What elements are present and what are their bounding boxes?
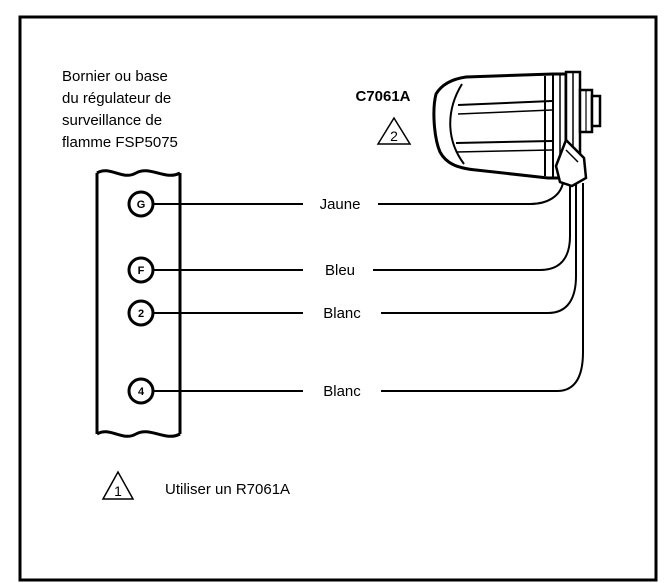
wire-bleu: Bleu (153, 183, 571, 279)
wire-blanc-2: Blanc (153, 183, 577, 322)
svg-text:Blanc: Blanc (323, 383, 361, 400)
note-text: Utiliser un R7061A (165, 481, 290, 498)
terminal-block-title-line-2: du régulateur de (62, 90, 171, 107)
svg-text:G: G (137, 199, 146, 211)
svg-text:2: 2 (390, 128, 398, 144)
flame-detector-illustration (432, 70, 602, 188)
terminal-f: F (127, 256, 155, 284)
wire-jaune: Jaune (153, 182, 564, 213)
terminal-g: G (127, 190, 155, 218)
terminal-block-title-line-4: flamme FSP5075 (62, 134, 178, 151)
note-2-triangle-icon: 2 (376, 116, 412, 145)
svg-text:1: 1 (114, 483, 122, 499)
note-1-triangle-icon: 1 (101, 470, 135, 500)
svg-text:F: F (138, 265, 145, 277)
svg-text:Jaune: Jaune (320, 196, 361, 213)
terminal-block-title-line-1: Bornier ou base (62, 68, 168, 85)
wire-blanc-4: Blanc (153, 183, 584, 400)
terminal-block-title-line-3: surveillance de (62, 112, 162, 129)
terminal-4: 4 (127, 377, 155, 405)
svg-text:4: 4 (138, 386, 145, 398)
svg-text:Blanc: Blanc (323, 305, 361, 322)
svg-text:2: 2 (138, 308, 144, 320)
sensor-model-label: C7061A (355, 88, 410, 105)
diagram-frame (18, 15, 658, 582)
svg-text:Bleu: Bleu (325, 262, 355, 279)
terminal-2: 2 (127, 299, 155, 327)
